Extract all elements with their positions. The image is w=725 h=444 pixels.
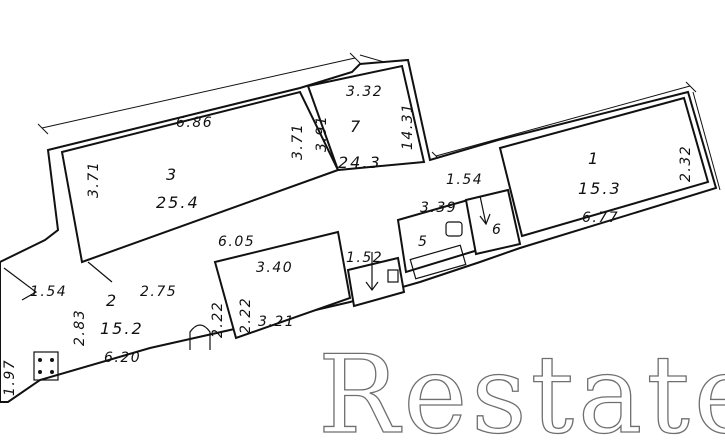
- dim-1-52: 1.52: [346, 250, 383, 266]
- sink-icon: [445, 221, 463, 237]
- room-3-area: 25.4: [156, 193, 200, 212]
- dim-3-71-right: 3.71: [290, 123, 306, 160]
- dim-6-77: 6.77: [582, 210, 619, 226]
- dim-2-22-right: 2.22: [238, 297, 254, 334]
- room-2-number: 2: [106, 291, 118, 310]
- dim-6-05: 6.05: [218, 234, 255, 250]
- room-6-number: 6: [492, 222, 502, 238]
- door-swing: [3, 267, 38, 301]
- partitions: [60, 64, 710, 340]
- dim-3-91: 3.91: [314, 115, 330, 152]
- dim-3-71-left: 3.71: [86, 161, 102, 198]
- room-labels: 3 25.4 7 24.3 1 15.3 2 15.2 5 6: [100, 117, 622, 338]
- dim-2-22-left: 2.22: [210, 301, 226, 338]
- radiator-icon: [189, 324, 211, 350]
- fixtures: [3, 195, 491, 381]
- watermark-logo: Restate: [318, 333, 725, 444]
- dimension-labels: 6.86 3.71 3.71 3.91 3.32 14.31 6.05 1.54…: [2, 84, 694, 396]
- door-swing: [87, 261, 113, 283]
- dim-3-21: 3.21: [258, 314, 295, 330]
- arrow-marker: [365, 281, 379, 291]
- dim-6-86: 6.86: [176, 115, 213, 131]
- room-7-number: 7: [350, 117, 362, 136]
- dim-1-97: 1.97: [2, 359, 18, 396]
- room-3-number: 3: [166, 165, 178, 184]
- dim-14-31: 14.31: [400, 102, 416, 150]
- arrow-marker: [479, 213, 491, 226]
- arrow-marker: [479, 195, 487, 225]
- dim-1-54-top: 1.54: [446, 172, 483, 188]
- dim-2-32: 2.32: [678, 145, 694, 182]
- room-1-number: 1: [588, 149, 600, 168]
- dim-3-40: 3.40: [256, 260, 293, 276]
- room-7-area: 24.3: [338, 153, 382, 172]
- bathtub-icon: [409, 244, 467, 280]
- dim-3-39: 3.39: [420, 200, 457, 216]
- room-1-area: 15.3: [578, 179, 622, 198]
- dim-2-83: 2.83: [72, 309, 88, 346]
- dim-3-32: 3.32: [346, 84, 383, 100]
- dim-6-20: 6.20: [104, 350, 141, 366]
- room-5-number: 5: [418, 234, 428, 250]
- dim-1-54-left: 1.54: [30, 284, 67, 300]
- dim-2-75: 2.75: [140, 284, 177, 300]
- room-2-area: 15.2: [100, 319, 144, 338]
- stove-icon: [33, 351, 59, 381]
- toilet-icon: [387, 269, 399, 283]
